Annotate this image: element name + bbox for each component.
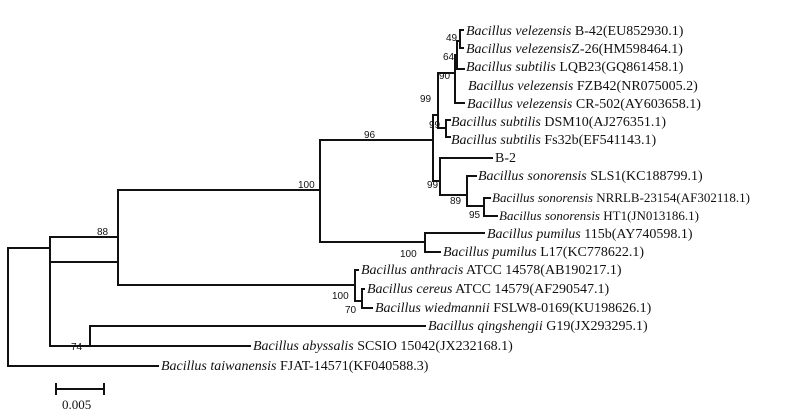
pumilus-branch bbox=[424, 232, 485, 253]
taxon-label: Bacillus velezensisZ-26(HM598464.1) bbox=[466, 42, 683, 57]
taxon-label: Bacillus subtilis Fs32b(EF541143.1) bbox=[451, 133, 657, 148]
taxon-label: B-2 bbox=[495, 151, 516, 166]
node-70-branch bbox=[361, 288, 373, 309]
ingroup-branch bbox=[117, 189, 356, 286]
taxon-label: Bacillus pumilus L17(KC778622.1) bbox=[443, 245, 644, 260]
scale-bar-line bbox=[55, 383, 105, 395]
taxon-label: Bacillus subtilis LQB23(GQ861458.1) bbox=[466, 60, 684, 75]
bootstrap-label: 99 bbox=[427, 180, 439, 191]
taxon-label: Bacillus qingshengii G19(JX293295.1) bbox=[428, 319, 648, 334]
taxon-label: Bacillus wiedmannii FSLW8-0169(KU198626.… bbox=[375, 301, 652, 316]
bootstrap-label: 100 bbox=[298, 180, 315, 191]
taxon-labels: Bacillus velezensis B-42(EU852930.1) Bac… bbox=[161, 24, 750, 374]
bootstrap-labels: 49 64 90 99 99 96 99 89 95 100 100 100 7… bbox=[71, 33, 481, 353]
taxon-label: Bacillus anthracis ATCC 14578(AB190217.1… bbox=[361, 263, 622, 278]
node-95-branch bbox=[483, 197, 498, 217]
bootstrap-label: 100 bbox=[400, 249, 417, 260]
abyssalis-clade-branch bbox=[49, 261, 426, 347]
taxon-label: Bacillus subtilis DSM10(AJ276351.1) bbox=[451, 115, 666, 130]
root-branch bbox=[7, 247, 159, 367]
tree-branches bbox=[7, 29, 498, 367]
taxon-label: Bacillus abyssalis SCSIO 15042(JX232168.… bbox=[253, 339, 513, 354]
bootstrap-label: 74 bbox=[71, 342, 83, 353]
node-100-branch bbox=[319, 139, 434, 243]
taxon-label: Bacillus velezensis B-42(EU852930.1) bbox=[466, 24, 684, 39]
bootstrap-label: 70 bbox=[345, 305, 357, 316]
scale-bar-label: 0.005 bbox=[62, 397, 91, 412]
bootstrap-label: 95 bbox=[469, 210, 481, 221]
node-99a-branch bbox=[437, 72, 456, 129]
bootstrap-label: 89 bbox=[450, 196, 462, 207]
taxon-label: Bacillus velezensis FZB42(NR075005.2) bbox=[468, 79, 698, 94]
node-88-branch bbox=[49, 236, 119, 263]
bootstrap-label: 88 bbox=[97, 227, 109, 238]
taxon-label: Bacillus velezensis CR-502(AY603658.1) bbox=[467, 97, 701, 112]
bootstrap-label: 49 bbox=[446, 33, 458, 44]
taxon-label: Bacillus cereus ATCC 14579(AF290547.1) bbox=[367, 282, 609, 297]
taxon-label: Bacillus sonorensis NRRLB-23154(AF302118… bbox=[492, 190, 750, 205]
taxon-label: Bacillus taiwanensis FJAT-14571(KF040588… bbox=[161, 359, 429, 374]
bootstrap-label: 96 bbox=[364, 130, 376, 141]
bootstrap-label: 99 bbox=[429, 120, 441, 131]
node-89-branch bbox=[466, 175, 485, 207]
node-49-branch bbox=[459, 29, 464, 49]
bootstrap-label: 64 bbox=[443, 52, 455, 63]
scale-bar: 0.005 bbox=[55, 383, 105, 412]
bootstrap-label: 99 bbox=[420, 94, 432, 105]
node-99b-branch bbox=[439, 157, 493, 196]
dsm10-fs32b-branch bbox=[445, 119, 451, 138]
cereus-group-branch bbox=[354, 269, 363, 302]
bootstrap-label: 90 bbox=[439, 71, 451, 82]
taxon-label: Bacillus sonorensis SLS1(KC188799.1) bbox=[478, 169, 703, 184]
taxon-label: Bacillus sonorensis HT1(JN013186.1) bbox=[499, 208, 699, 223]
bootstrap-label: 100 bbox=[332, 291, 349, 302]
taxon-label: Bacillus pumilus 115b(AY740598.1) bbox=[487, 227, 693, 242]
